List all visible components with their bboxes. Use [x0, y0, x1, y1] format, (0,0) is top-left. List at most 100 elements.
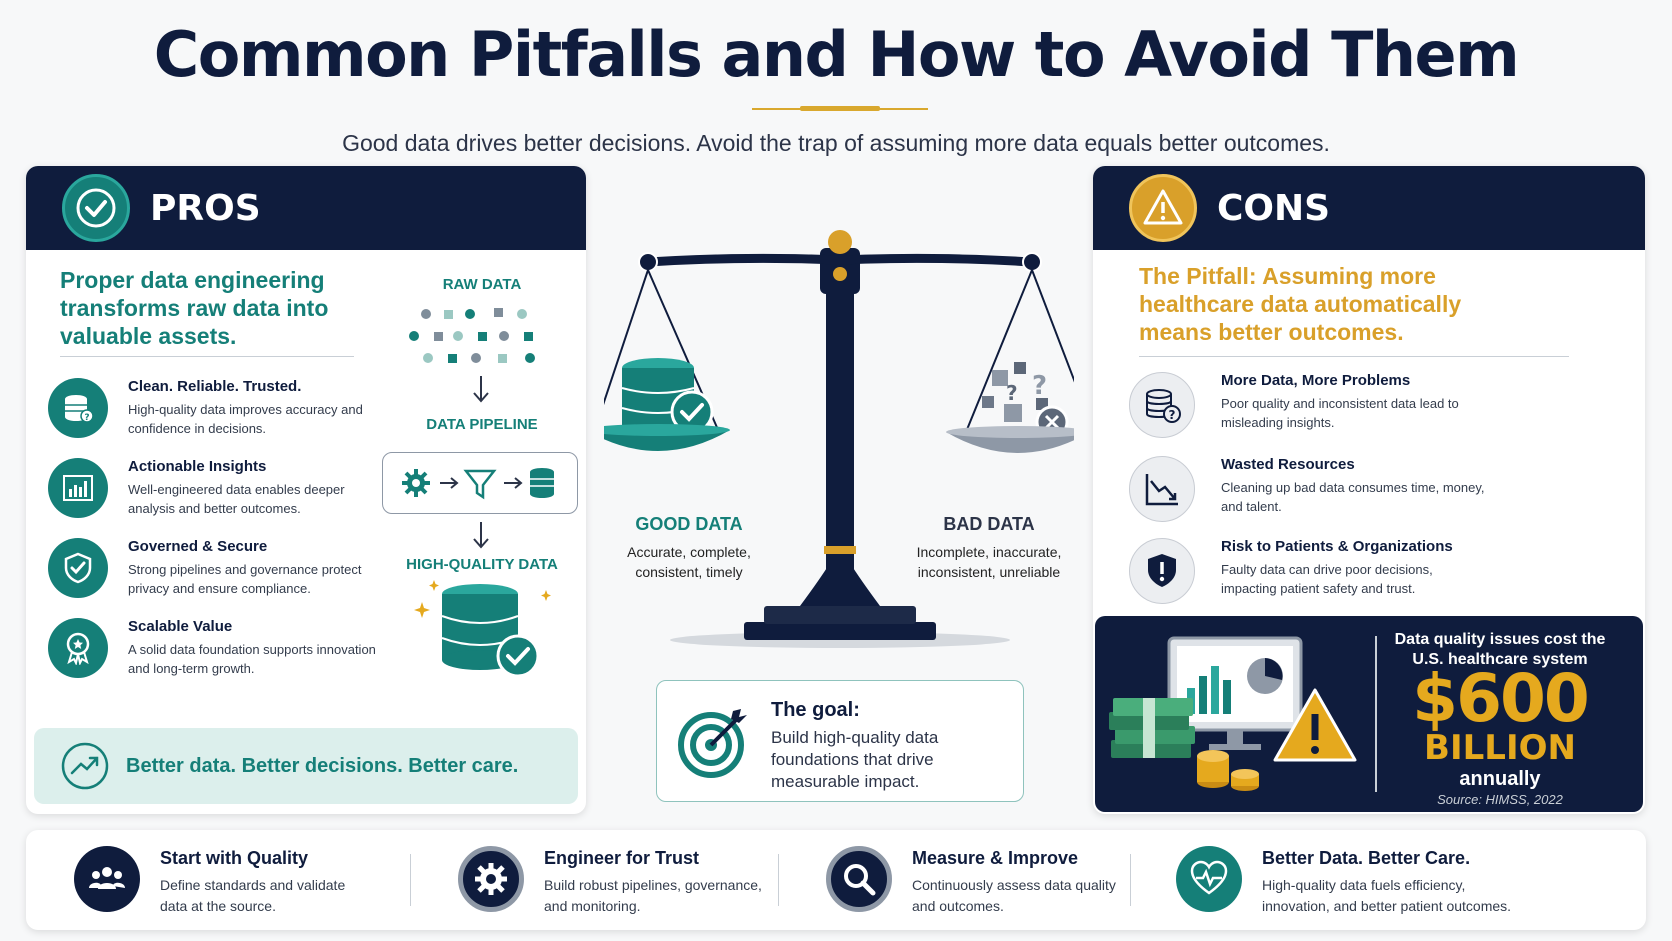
pros-panel: PROS Proper data engineering transforms …	[26, 166, 586, 814]
tip-item: Engineer for Trust Build robust pipeline…	[458, 846, 764, 917]
divider	[778, 854, 779, 906]
cost-source: Source: HIMSS, 2022	[1437, 792, 1563, 807]
tip-title: Measure & Improve	[912, 848, 1079, 868]
pros-item-desc: Strong pipelines and governance protect …	[128, 562, 362, 596]
divider	[60, 356, 354, 357]
cons-header: CONS	[1093, 166, 1645, 250]
page-subtitle: Good data drives better decisions. Avoid…	[342, 130, 1330, 156]
shield-check-icon	[48, 538, 108, 598]
arrow-down-icon	[473, 376, 489, 403]
cons-item-desc: Cleaning up bad data consumes time, mone…	[1221, 480, 1485, 514]
cost-amount: $600	[1412, 660, 1590, 737]
divider	[410, 854, 411, 906]
raw-data-scatter	[409, 308, 535, 363]
cons-lead: The Pitfall: Assuming more healthcare da…	[1139, 263, 1462, 345]
bottom-tips-bar: Start with Quality Define standards and …	[26, 830, 1646, 930]
arrow-down-icon	[473, 522, 489, 549]
declining-chart-icon	[1129, 456, 1195, 522]
svg-text:?: ?	[1006, 381, 1018, 405]
high-quality-database-icon	[414, 580, 551, 678]
magnifier-icon	[826, 846, 892, 912]
tip-desc: Build robust pipelines, governance, and …	[544, 877, 762, 914]
gear-icon	[458, 846, 524, 912]
pros-item-title: Actionable Insights	[128, 458, 267, 475]
tip-desc: Continuously assess data quality and out…	[912, 877, 1116, 914]
tip-title: Start with Quality	[160, 848, 309, 868]
pros-item-desc: Well-engineered data enables deeper anal…	[128, 482, 345, 516]
svg-text:?: ?	[1169, 408, 1176, 422]
cons-panel: CONS The Pitfall: Assuming more healthca…	[1093, 166, 1645, 814]
pros-item: Actionable Insights Well-engineered data…	[48, 458, 388, 518]
divider	[1130, 854, 1131, 906]
title-divider-accent	[800, 106, 880, 111]
pros-item-title: Governed & Secure	[128, 538, 268, 555]
cost-period: annually	[1459, 768, 1541, 790]
goal-desc: Build high-quality data foundations that…	[771, 728, 939, 791]
good-data-label: GOOD DATA	[635, 514, 743, 534]
warning-icon	[1129, 174, 1197, 242]
pros-header: PROS	[26, 166, 586, 250]
pros-item: ? Clean. Reliable. Trusted. High-quality…	[48, 378, 388, 438]
goal-title: The goal:	[771, 699, 860, 721]
pros-item: Scalable Value A solid data foundation s…	[48, 618, 388, 678]
balance-scale-illustration: ? ?	[604, 230, 1074, 648]
pros-item-desc: High-quality data improves accuracy and …	[128, 402, 363, 436]
cash-stack-icon	[1109, 698, 1195, 758]
target-icon	[678, 709, 747, 778]
tip-title: Better Data. Better Care.	[1262, 848, 1471, 868]
check-circle-icon	[62, 174, 130, 242]
raw-data-label: RAW DATA	[442, 276, 522, 293]
award-icon	[48, 618, 108, 678]
cons-item-title: Risk to Patients & Organizations	[1221, 538, 1453, 555]
database-question-icon: ?	[1129, 372, 1195, 438]
trend-up-icon	[61, 742, 109, 790]
svg-text:?: ?	[1032, 371, 1047, 401]
pros-footer-text: Better data. Better decisions. Better ca…	[126, 754, 519, 777]
heart-pulse-icon	[1176, 846, 1242, 912]
cons-title: CONS	[1217, 187, 1331, 229]
pros-lead: Proper data engineering transforms raw d…	[60, 267, 329, 349]
warning-triangle-icon	[1273, 688, 1357, 762]
pros-item-title: Scalable Value	[128, 618, 233, 635]
team-icon	[74, 846, 140, 912]
pros-item-title: Clean. Reliable. Trusted.	[128, 378, 302, 395]
cons-item: ? More Data, More Problems Poor quality …	[1129, 372, 1489, 438]
cons-item-desc: Poor quality and inconsistent data lead …	[1221, 396, 1459, 430]
tip-item: Measure & Improve Continuously assess da…	[826, 846, 1122, 917]
coins-icon	[1197, 750, 1259, 791]
divider	[1375, 636, 1377, 792]
goal-card: The goal: Build high-quality data founda…	[656, 680, 1024, 802]
gear-icon	[402, 469, 430, 497]
pros-footer-banner: Better data. Better decisions. Better ca…	[34, 728, 578, 804]
pros-title: PROS	[150, 187, 261, 229]
shield-alert-icon	[1129, 538, 1195, 604]
cons-item-desc: Faulty data can drive poor decisions, im…	[1221, 562, 1433, 596]
tip-title: Engineer for Trust	[544, 848, 700, 868]
cost-callout: Data quality issues cost the U.S. health…	[1095, 616, 1643, 812]
page-title: Common Pitfalls and How to Avoid Them	[153, 18, 1520, 91]
svg-text:?: ?	[84, 413, 89, 423]
cost-intro: Data quality issues cost the U.S. health…	[1394, 631, 1606, 668]
pros-item: Governed & Secure Strong pipelines and g…	[48, 538, 388, 598]
data-pipeline-label: DATA PIPELINE	[426, 416, 538, 433]
pros-item-desc: A solid data foundation supports innovat…	[128, 642, 376, 676]
cons-item: Risk to Patients & Organizations Faulty …	[1129, 538, 1489, 604]
tip-desc: Define standards and validate data at th…	[160, 877, 346, 914]
cost-unit: BILLION	[1424, 728, 1576, 768]
bad-data-label: BAD DATA	[943, 514, 1035, 534]
high-quality-data-label: HIGH-QUALITY DATA	[406, 556, 558, 573]
database-icon	[530, 468, 554, 498]
tip-item: Start with Quality Define standards and …	[74, 846, 360, 917]
bar-chart-icon	[48, 458, 108, 518]
cons-item-title: More Data, More Problems	[1221, 372, 1411, 389]
database-check-icon: ?	[48, 378, 108, 438]
cons-item-title: Wasted Resources	[1221, 456, 1355, 473]
good-data-desc: Accurate, complete, consistent, timely	[627, 544, 751, 580]
tip-item: Better Data. Better Care. High-quality d…	[1176, 846, 1532, 917]
cons-item: Wasted Resources Cleaning up bad data co…	[1129, 456, 1489, 522]
bad-data-desc: Incomplete, inaccurate, inconsistent, un…	[916, 544, 1062, 580]
pipeline-diagram	[382, 452, 578, 514]
tip-desc: High-quality data fuels efficiency, inno…	[1262, 877, 1512, 914]
filter-icon	[463, 469, 497, 500]
money-monitor-warning-illustration	[1109, 636, 1357, 791]
